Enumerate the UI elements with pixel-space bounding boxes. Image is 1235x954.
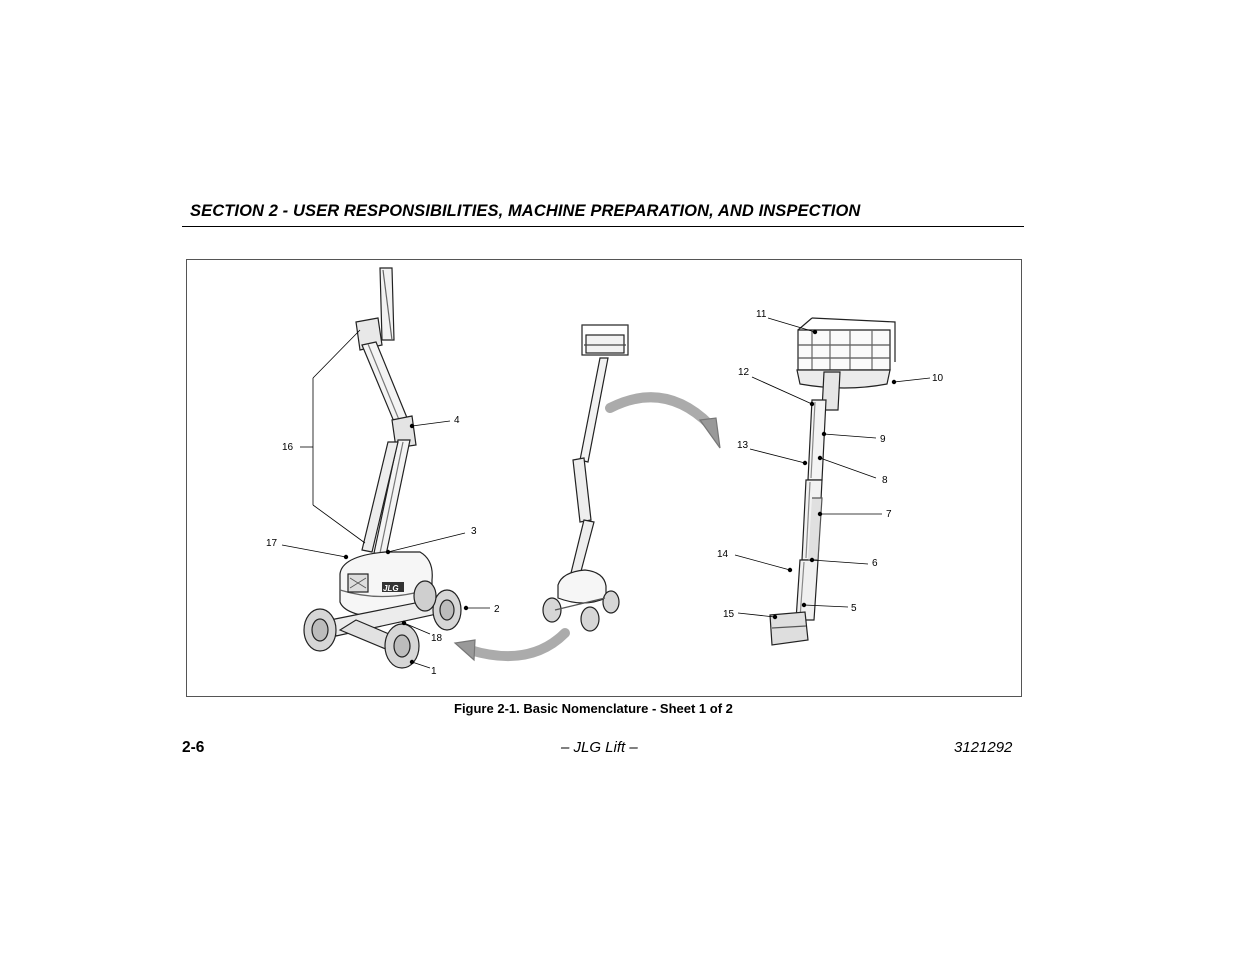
- callout-3: 3: [471, 526, 477, 537]
- middle-machine-drawing: [542, 324, 629, 632]
- callout-leaders: [281, 317, 931, 669]
- callout-15: 15: [723, 609, 735, 620]
- header-rule: [182, 226, 1024, 227]
- document-number: 3121292: [954, 739, 1013, 756]
- footer-publisher: – JLG Lift –: [561, 739, 638, 756]
- callout-6: 6: [872, 558, 878, 569]
- page-number: 2-6: [182, 739, 205, 756]
- callout-13: 13: [737, 440, 749, 451]
- callout-2: 2: [494, 604, 500, 615]
- callout-9: 9: [880, 434, 886, 445]
- callout-1: 1: [431, 666, 437, 677]
- figure-caption: Figure 2-1. Basic Nomenclature - Sheet 1…: [454, 701, 733, 716]
- right-boom-detail-drawing: [769, 317, 896, 646]
- callout-4: 4: [454, 415, 460, 426]
- callout-5: 5: [851, 603, 857, 614]
- callout-8: 8: [882, 475, 888, 486]
- section-title: SECTION 2 - USER RESPONSIBILITIES, MACHI…: [190, 202, 861, 220]
- callout-16: 16: [282, 442, 294, 453]
- jlg-decal-text: JLG: [383, 584, 399, 593]
- figure-frame: [186, 259, 1022, 697]
- left-machine-drawing: [303, 267, 462, 669]
- callout-12: 12: [738, 367, 750, 378]
- callout-7: 7: [886, 509, 892, 520]
- callout-18: 18: [431, 633, 443, 644]
- callout-11: 11: [756, 309, 767, 320]
- callout-labels: 1 2 3 4 5 6 7 8 9 10 11 12 13 14 15 16 1…: [266, 309, 944, 677]
- callout-10: 10: [932, 373, 944, 384]
- callout-14: 14: [717, 549, 729, 560]
- callout-17: 17: [266, 538, 278, 549]
